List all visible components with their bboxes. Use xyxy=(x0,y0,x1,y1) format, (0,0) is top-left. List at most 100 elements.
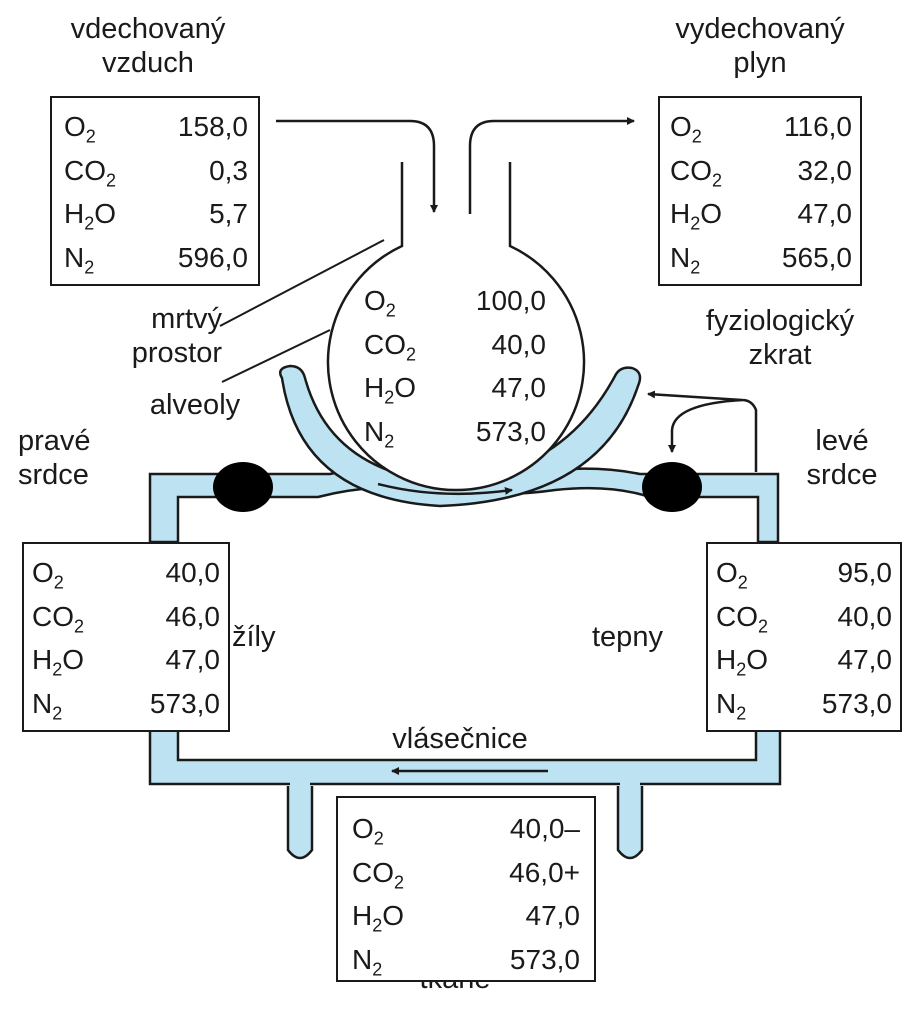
gas-subscript: 2 xyxy=(372,915,383,936)
inhaled-label-line2: vzduch xyxy=(102,47,194,79)
gas-subscript: 2 xyxy=(691,126,702,147)
gas-value: 47,0 xyxy=(525,900,581,932)
left-heart-label: levé srdce xyxy=(790,424,894,492)
inhaled-box xyxy=(50,96,260,286)
gas-subscript: 2 xyxy=(52,659,63,680)
dead-space-label: mrtvý prostor xyxy=(82,302,222,370)
veins-row: N2 573,0 xyxy=(32,687,220,731)
gas-subscript: 2 xyxy=(84,213,95,234)
gas-value: 40,0 xyxy=(165,557,221,588)
gas-symbol: N xyxy=(32,687,53,719)
gas-symbol: H xyxy=(32,644,53,676)
gas-subscript: 2 xyxy=(85,126,96,147)
inhaled-label-line1: vdechovaný xyxy=(70,13,226,45)
gas-value: 116,0 xyxy=(784,111,852,142)
gas-subscript: 2 xyxy=(385,300,396,321)
dead-space-label-line2: prostor xyxy=(131,337,222,369)
gas-symbol: O xyxy=(32,557,54,588)
gas-name: H2O xyxy=(64,197,116,241)
right-heart-valve xyxy=(213,462,273,512)
gas-name: CO2 xyxy=(64,154,116,198)
gas-value: 47,0 xyxy=(165,644,221,676)
exhaled-label-line2: plyn xyxy=(733,47,787,79)
gas-name: O2 xyxy=(64,110,96,154)
alveoli-leader xyxy=(221,329,331,383)
gas-symbol: CO xyxy=(32,600,74,632)
gas-value: 573,0 xyxy=(475,415,546,447)
gas-subscript: 2 xyxy=(736,703,747,724)
shunt-arrow xyxy=(647,390,758,472)
gas-symbol: CO xyxy=(716,600,758,632)
exhaled-label: vydechovaný plyn xyxy=(630,12,890,80)
exhale-arrow xyxy=(468,117,635,214)
gas-symbol: N xyxy=(352,943,373,975)
gas-subscript: 2 xyxy=(106,170,117,191)
capillary-branch-right xyxy=(616,786,644,860)
gas-subscript: 2 xyxy=(406,344,417,365)
gas-subscript: 2 xyxy=(736,659,747,680)
arteries-row: O2 95,0 xyxy=(716,556,892,600)
alveolus xyxy=(326,162,586,492)
gas-subscript: 2 xyxy=(52,703,63,724)
gas-symbol: H xyxy=(352,900,373,932)
alveoli-row: CO2 40,0 xyxy=(364,328,546,372)
gas-name: O2 xyxy=(670,110,702,154)
gas-symbol: CO xyxy=(364,328,406,360)
gas-name: CO2 xyxy=(364,328,416,372)
gas-name: CO2 xyxy=(716,600,768,644)
exhaled-box xyxy=(658,96,862,286)
gas-suffix: O xyxy=(700,198,723,230)
gas-value: 573,0 xyxy=(149,687,220,719)
gas-symbol: H xyxy=(364,372,385,404)
gas-symbol: CO xyxy=(352,856,394,888)
gas-value: 573,0 xyxy=(509,943,580,975)
gas-name: N2 xyxy=(716,687,746,731)
gas-symbol: H xyxy=(670,198,691,230)
gas-name: H2O xyxy=(352,899,404,943)
gas-value: 95,0 xyxy=(837,557,893,588)
inhaled-label: vdechovaný vzduch xyxy=(18,12,278,80)
gas-symbol: N xyxy=(716,687,737,719)
inhale-arrow xyxy=(276,119,438,213)
gas-subscript: 2 xyxy=(690,213,701,234)
gas-name: H2O xyxy=(364,371,416,415)
right-heart-label-line2: srdce xyxy=(18,459,89,491)
gas-value: 40,0 xyxy=(491,328,547,360)
exhaled-row: O2 116,0 xyxy=(670,110,852,154)
capillary-branch-left xyxy=(286,786,314,860)
gas-value: 565,0 xyxy=(781,241,852,273)
gas-value: 596,0 xyxy=(177,241,248,273)
gas-name: N2 xyxy=(364,415,394,459)
gas-symbol: CO xyxy=(670,154,712,186)
right-heart-label-line1: pravé xyxy=(18,425,91,457)
gas-name: N2 xyxy=(670,241,700,285)
gas-suffix: O xyxy=(394,372,417,404)
gas-subscript: 2 xyxy=(712,170,723,191)
gas-value: 46,0+ xyxy=(509,856,580,888)
gas-name: O2 xyxy=(716,556,748,600)
gas-symbol: H xyxy=(716,644,737,676)
left-heart-label-line1: levé xyxy=(815,425,869,457)
gas-subscript: 2 xyxy=(758,616,769,637)
dead-space-label-line1: mrtvý xyxy=(151,303,222,335)
gas-subscript: 2 xyxy=(84,257,95,278)
gas-subscript: 2 xyxy=(74,616,85,637)
tissues-box xyxy=(336,796,596,982)
veins-label: žíly xyxy=(232,621,276,653)
left-heart-valve xyxy=(642,462,702,512)
gas-name: N2 xyxy=(64,241,94,285)
gas-value: 40,0– xyxy=(509,813,580,844)
